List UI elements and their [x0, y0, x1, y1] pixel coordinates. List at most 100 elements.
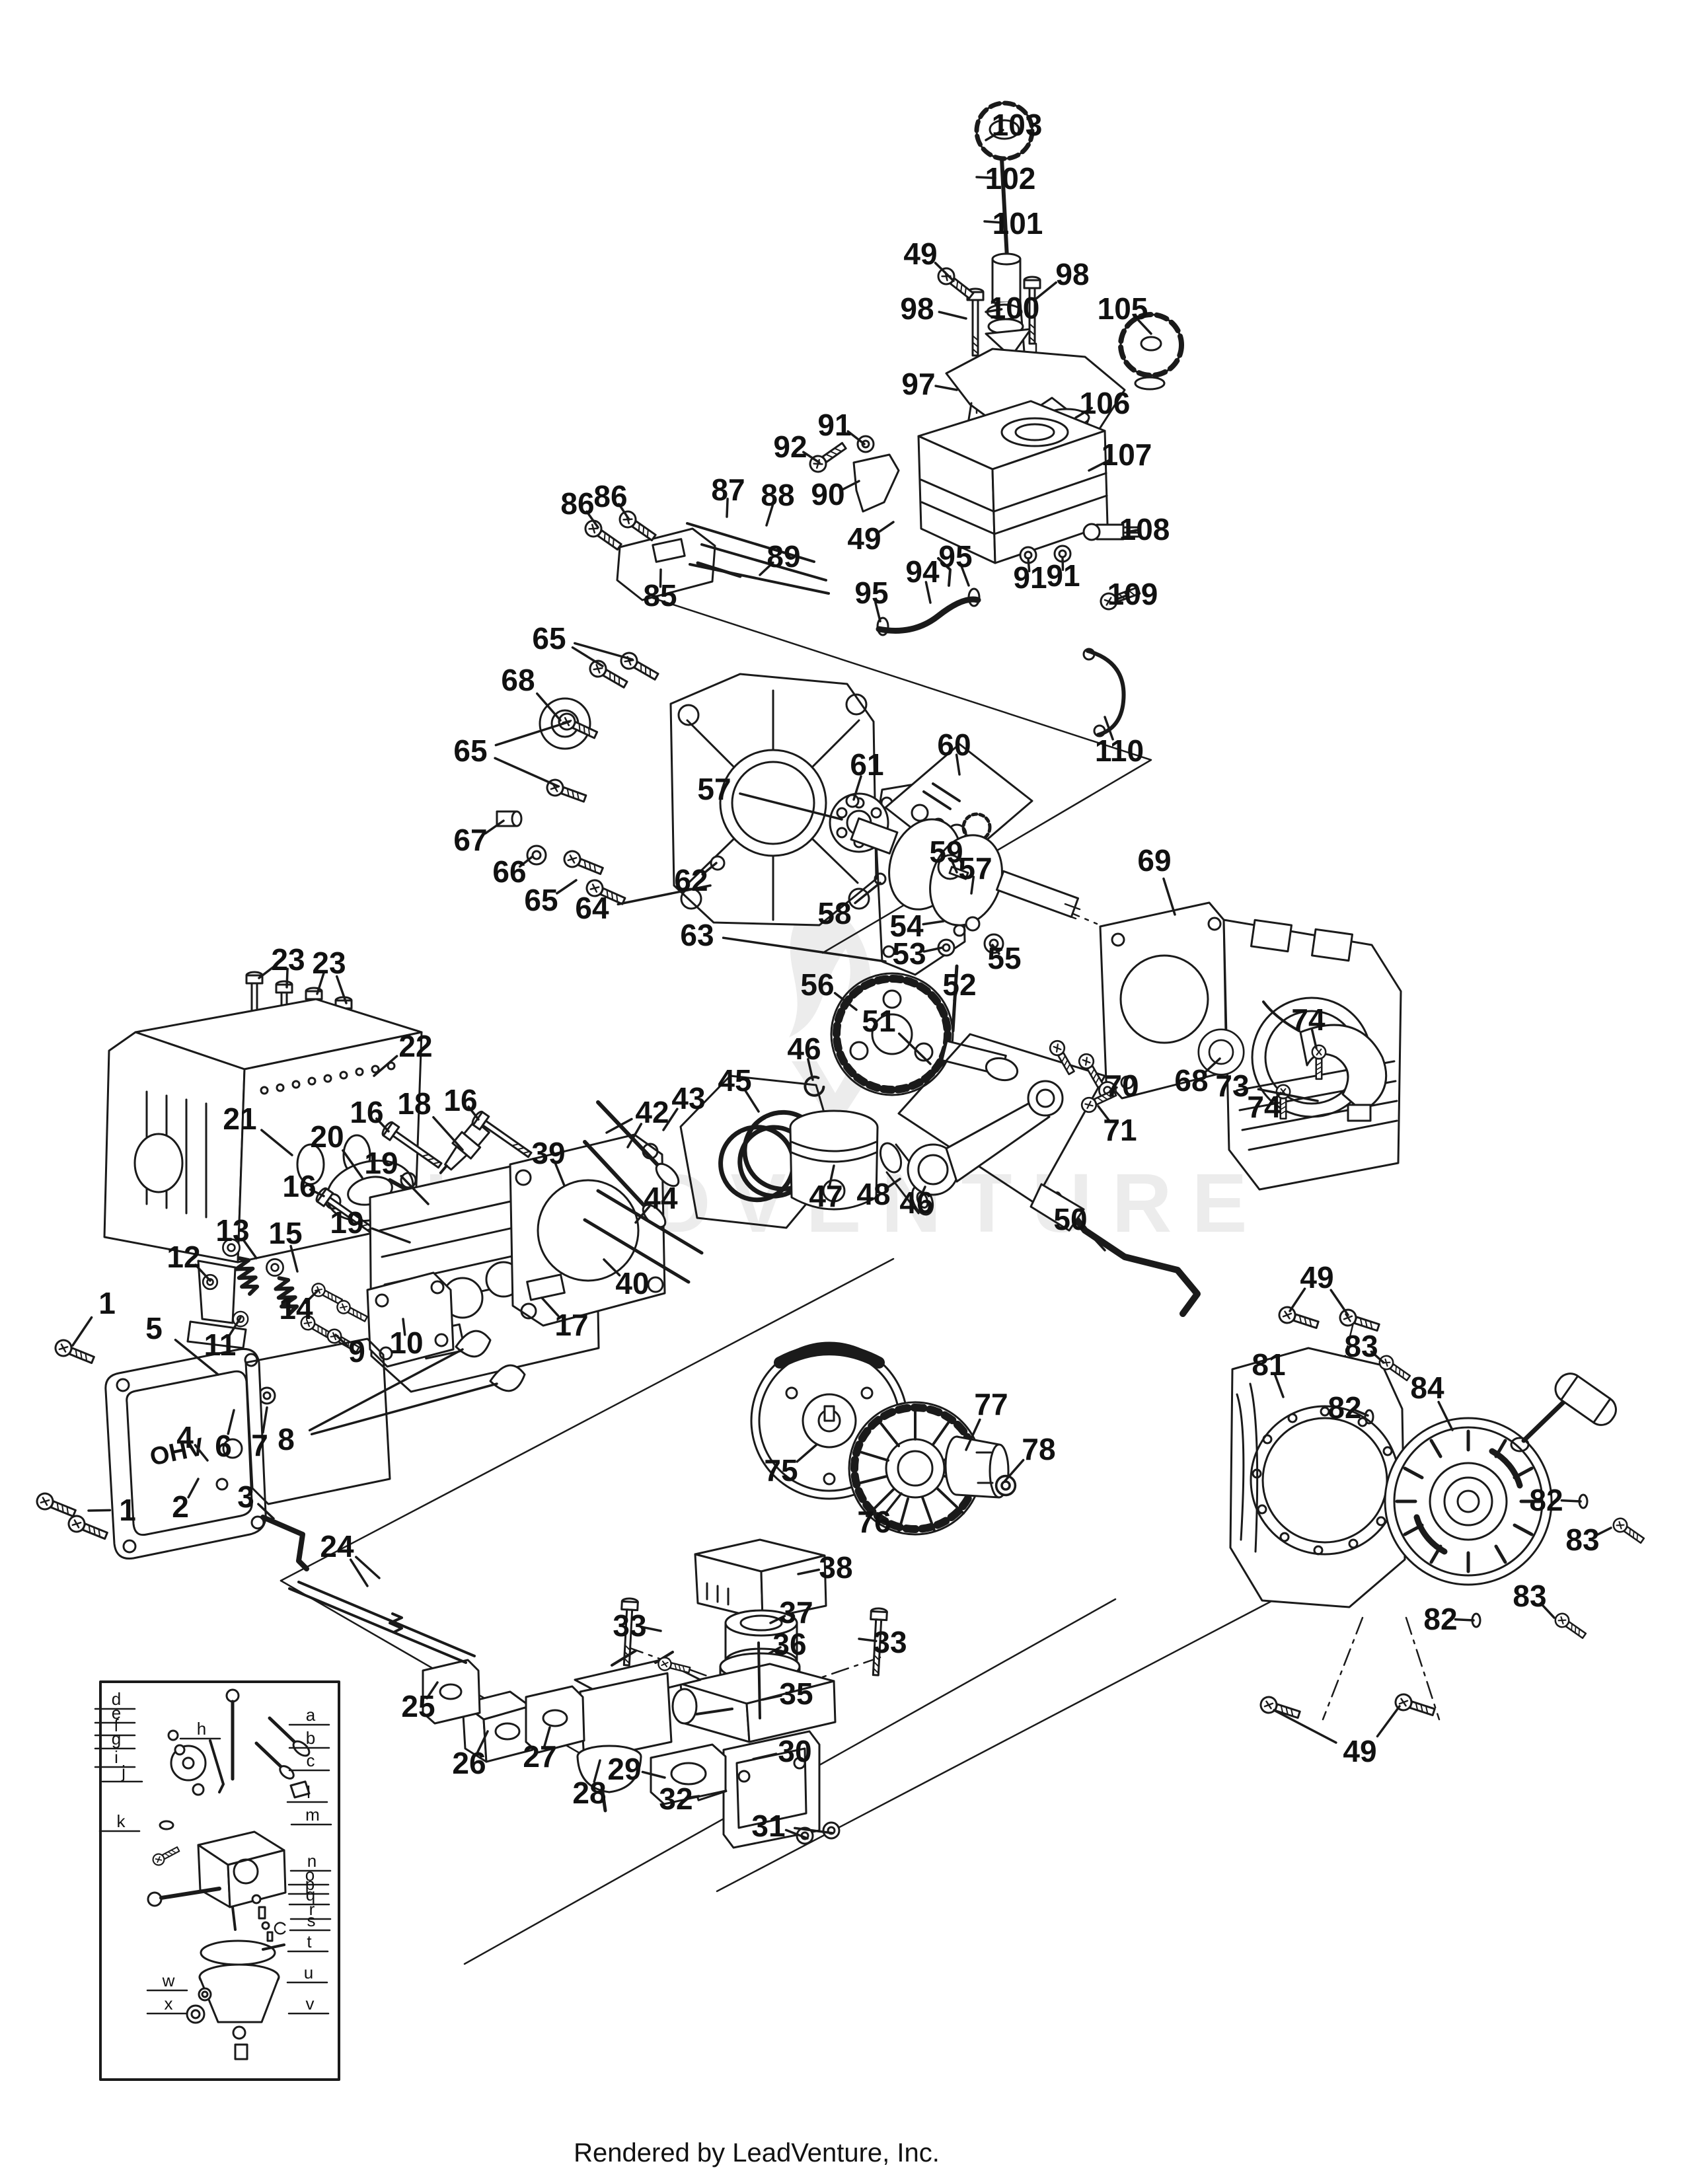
leader-line [556, 879, 578, 895]
part-label: 107 [1102, 437, 1152, 472]
leader-line [1354, 1409, 1369, 1417]
leader-line [752, 1752, 778, 1760]
part-label: 109 [1107, 577, 1158, 611]
leader-line [739, 792, 843, 821]
part-label: 83 [1513, 1579, 1546, 1613]
flywheel-group [750, 1341, 1017, 1536]
leader-line [593, 1759, 601, 1784]
leader-line [897, 1032, 932, 1065]
leader-line [467, 1106, 480, 1121]
blower-housing-drawing [1229, 1347, 1406, 1608]
leader-line [1162, 877, 1176, 916]
inset-letter-label: s [307, 1910, 316, 1930]
leader-line [659, 568, 662, 588]
fuel-tank-drawing [917, 400, 1109, 587]
leader-line [574, 642, 634, 661]
part-label: 33 [873, 1625, 907, 1659]
part-label: 74 [1247, 1090, 1281, 1124]
part-label: 95 [854, 576, 888, 610]
leader-line [309, 1188, 325, 1197]
inset-letter-label: q [306, 1885, 315, 1904]
leader-line [617, 503, 630, 521]
valves-drawing [583, 1100, 680, 1228]
leader-line [641, 1770, 666, 1779]
part-label: 21 [223, 1102, 256, 1136]
part-label: 5 [145, 1311, 163, 1345]
leader-line [617, 884, 712, 906]
part-label: 4 [176, 1420, 194, 1454]
part-label: 22 [398, 1029, 432, 1063]
part-label: 20 [310, 1119, 344, 1154]
carburetor-drawing [574, 1649, 733, 1813]
part-label: 49 [847, 521, 881, 556]
cylinder-head-group: OHV [33, 1100, 704, 1571]
spark-plug-drawing [439, 1119, 490, 1174]
part-label: 102 [985, 161, 1036, 196]
part-label: 82 [1328, 1390, 1361, 1425]
part-label: 65 [532, 621, 566, 656]
part-label: 55 [987, 941, 1021, 975]
inset-letter-label: k [117, 1811, 126, 1831]
leader-line [1370, 1350, 1385, 1364]
part-label: 56 [800, 967, 834, 1002]
leader-line [334, 1334, 349, 1347]
leader-line [304, 1290, 318, 1304]
leader-line [310, 1382, 498, 1436]
part-label: 12 [167, 1240, 200, 1274]
part-label: 11 [204, 1328, 237, 1362]
part-label: 52 [942, 967, 976, 1002]
leader-line [1104, 716, 1114, 741]
leader-line [494, 720, 571, 747]
part-label: 26 [452, 1746, 486, 1780]
leader-line [924, 581, 932, 604]
part-label: 59 [929, 835, 963, 869]
part-label: 24 [320, 1529, 354, 1563]
leader-line [585, 510, 599, 529]
inset-letter-label: g [112, 1729, 121, 1749]
leader-line [1084, 1228, 1106, 1252]
part-label: 33 [613, 1608, 646, 1643]
leader-line [852, 775, 862, 801]
leader-line [289, 1244, 299, 1273]
air-cleaner-cover-drawing [694, 1538, 827, 1620]
part-label: 91 [817, 408, 851, 442]
leader-line [662, 1108, 679, 1131]
leader-line [1027, 557, 1031, 572]
part-label: 101 [992, 206, 1043, 241]
part-label: 53 [892, 936, 926, 971]
part-label: 98 [900, 291, 934, 326]
leader-line [1437, 1400, 1454, 1431]
inset-letter-label: m [305, 1805, 320, 1825]
part-label: 1 [98, 1286, 116, 1320]
part-label: 69 [1137, 843, 1171, 878]
leader-line [934, 262, 955, 282]
leader-line [71, 1316, 93, 1347]
part-label: 2 [172, 1489, 189, 1524]
part-label: 81 [1252, 1347, 1285, 1382]
part-label: 18 [397, 1086, 431, 1121]
leader-line [759, 561, 774, 576]
part-label: 57 [958, 851, 992, 885]
leader-line [342, 1149, 363, 1179]
leader-line [919, 1186, 926, 1199]
part-label: 87 [711, 472, 745, 507]
leader-line [722, 936, 887, 963]
leader-line [1376, 1705, 1401, 1738]
leader-line [335, 975, 348, 1004]
part-label: 73 [1215, 1069, 1249, 1103]
leader-line [349, 1558, 369, 1587]
tank-bracket-drawing [852, 453, 900, 513]
part-label: 16 [443, 1083, 477, 1117]
part-label: 46 [787, 1032, 821, 1066]
leader-line [371, 1227, 411, 1244]
leader-line [484, 819, 505, 835]
part-label: 83 [1565, 1523, 1599, 1557]
part-label: 103 [992, 108, 1043, 142]
leader-line [536, 692, 562, 722]
leader-line [970, 876, 975, 895]
inset-letter-label: o [305, 1865, 315, 1885]
part-label: 9 [348, 1334, 365, 1369]
leader-line [1289, 1287, 1306, 1312]
part-label: 85 [643, 578, 677, 613]
